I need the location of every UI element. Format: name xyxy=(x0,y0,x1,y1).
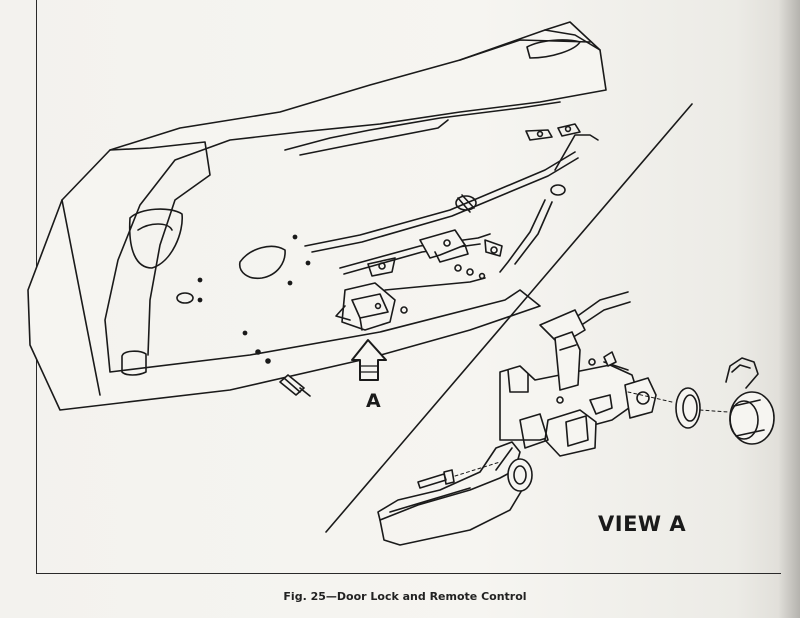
lock-rods xyxy=(304,123,599,291)
door-screw xyxy=(279,374,311,397)
view-a-arrow xyxy=(351,339,387,381)
figure-caption: Fig. 25—Door Lock and Remote Control xyxy=(283,590,527,603)
page-binding-shadow xyxy=(778,0,800,618)
door-inner-panel xyxy=(27,21,607,411)
callout-label-a: A xyxy=(366,390,381,412)
view-a-detail xyxy=(377,291,775,546)
door-lock-mechanism xyxy=(335,257,408,331)
view-a-label: VIEW A xyxy=(598,512,687,536)
remote-control-assembly xyxy=(419,229,503,280)
view-divider-line xyxy=(325,103,693,533)
